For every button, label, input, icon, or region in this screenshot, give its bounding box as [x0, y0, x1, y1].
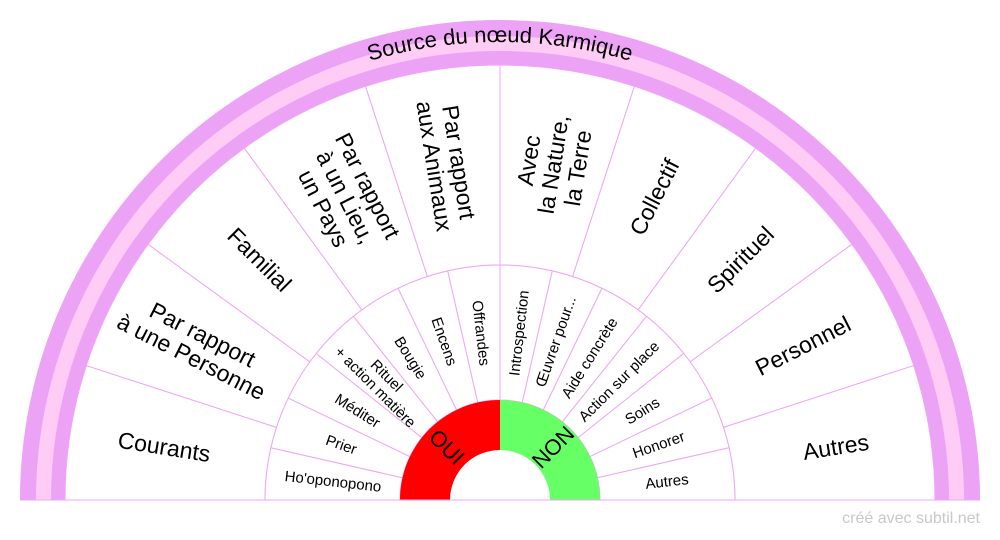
- inner-label-autres: Autres: [645, 471, 690, 493]
- yes-sector: [400, 400, 500, 500]
- no-sector: [500, 400, 600, 500]
- footer-credit: créé avec subtil.net: [842, 510, 980, 527]
